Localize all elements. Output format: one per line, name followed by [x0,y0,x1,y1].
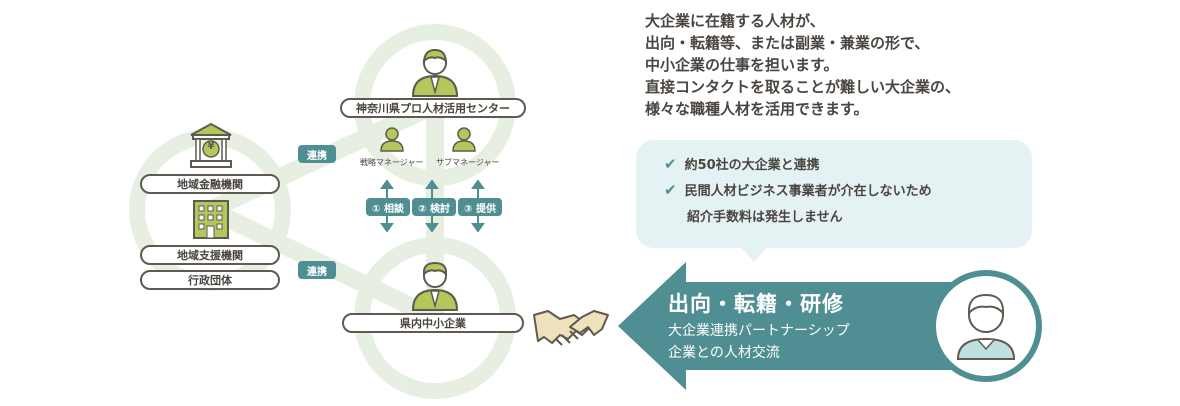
arrow-title: 出向・転籍・研修 [668,292,844,316]
arrow-subtitle-1: 大企業連携パートナーシップ [668,323,850,339]
link-bottom-badge: 連携 [298,261,336,279]
building-icon [193,200,229,239]
submanager-person-icon [452,127,476,152]
benefit-item: ✔ 約50社の大企業と連携 [664,154,820,174]
handshake-icon [533,310,609,346]
corporate-person-icon [956,293,1016,360]
step-provide: ③ 提供 [458,198,502,216]
sme-label: 県内中小企業 [342,313,524,333]
intro-line: 様々な職種人材を活用できます。 [645,100,869,118]
benefits-bubble [636,140,1032,248]
step-consult: ① 相談 [366,198,410,216]
yen-symbol: ¥ [207,141,215,152]
center-label: 神奈川県プロ人材活用センター [340,98,526,118]
benefit-text: 民間人材ビジネス事業者が介在しないため [684,184,932,199]
intro-text: 大企業に在籍する人材が、 出向・転籍等、または副業・兼業の形で、 中小企業の仕事… [645,10,1065,120]
benefit-text: 紹介手数料は発生しません [687,210,843,225]
consultant-person-icon [411,48,459,97]
manager-label: 戦略マネージャー [360,158,424,167]
bank-icon [190,122,232,168]
sme-person-icon [411,261,459,311]
arrow-subtitle-2: 企業との人材交流 [668,345,780,361]
step-review: ② 検討 [412,198,456,216]
link-top-badge: 連携 [298,145,336,163]
manager-person-icon [380,127,404,152]
check-icon: ✔ [664,154,677,173]
benefit-text: 約50社の大企業と連携 [684,158,820,173]
intro-line: 大企業に在籍する人材が、 [645,12,825,30]
intro-line: 直接コンタクトを取ることが難しい大企業の、 [645,78,961,96]
benefit-item: ✔ 民間人材ビジネス事業者が介在しないため [664,180,932,200]
intro-line: 出向・転籍等、または副業・兼業の形で、 [645,34,930,52]
benefit-item-continued: 紹介手数料は発生しません [687,206,843,225]
check-icon: ✔ [664,180,677,199]
regional-finance-label: 地域金融機関 [140,174,280,194]
government-label: 行政団体 [140,270,280,290]
regional-support-label: 地域支援機関 [140,245,280,265]
bubble-tail [740,246,768,262]
intro-line: 中小企業の仕事を担います。 [645,56,839,74]
submanager-label: サブマネージャー [436,158,500,167]
